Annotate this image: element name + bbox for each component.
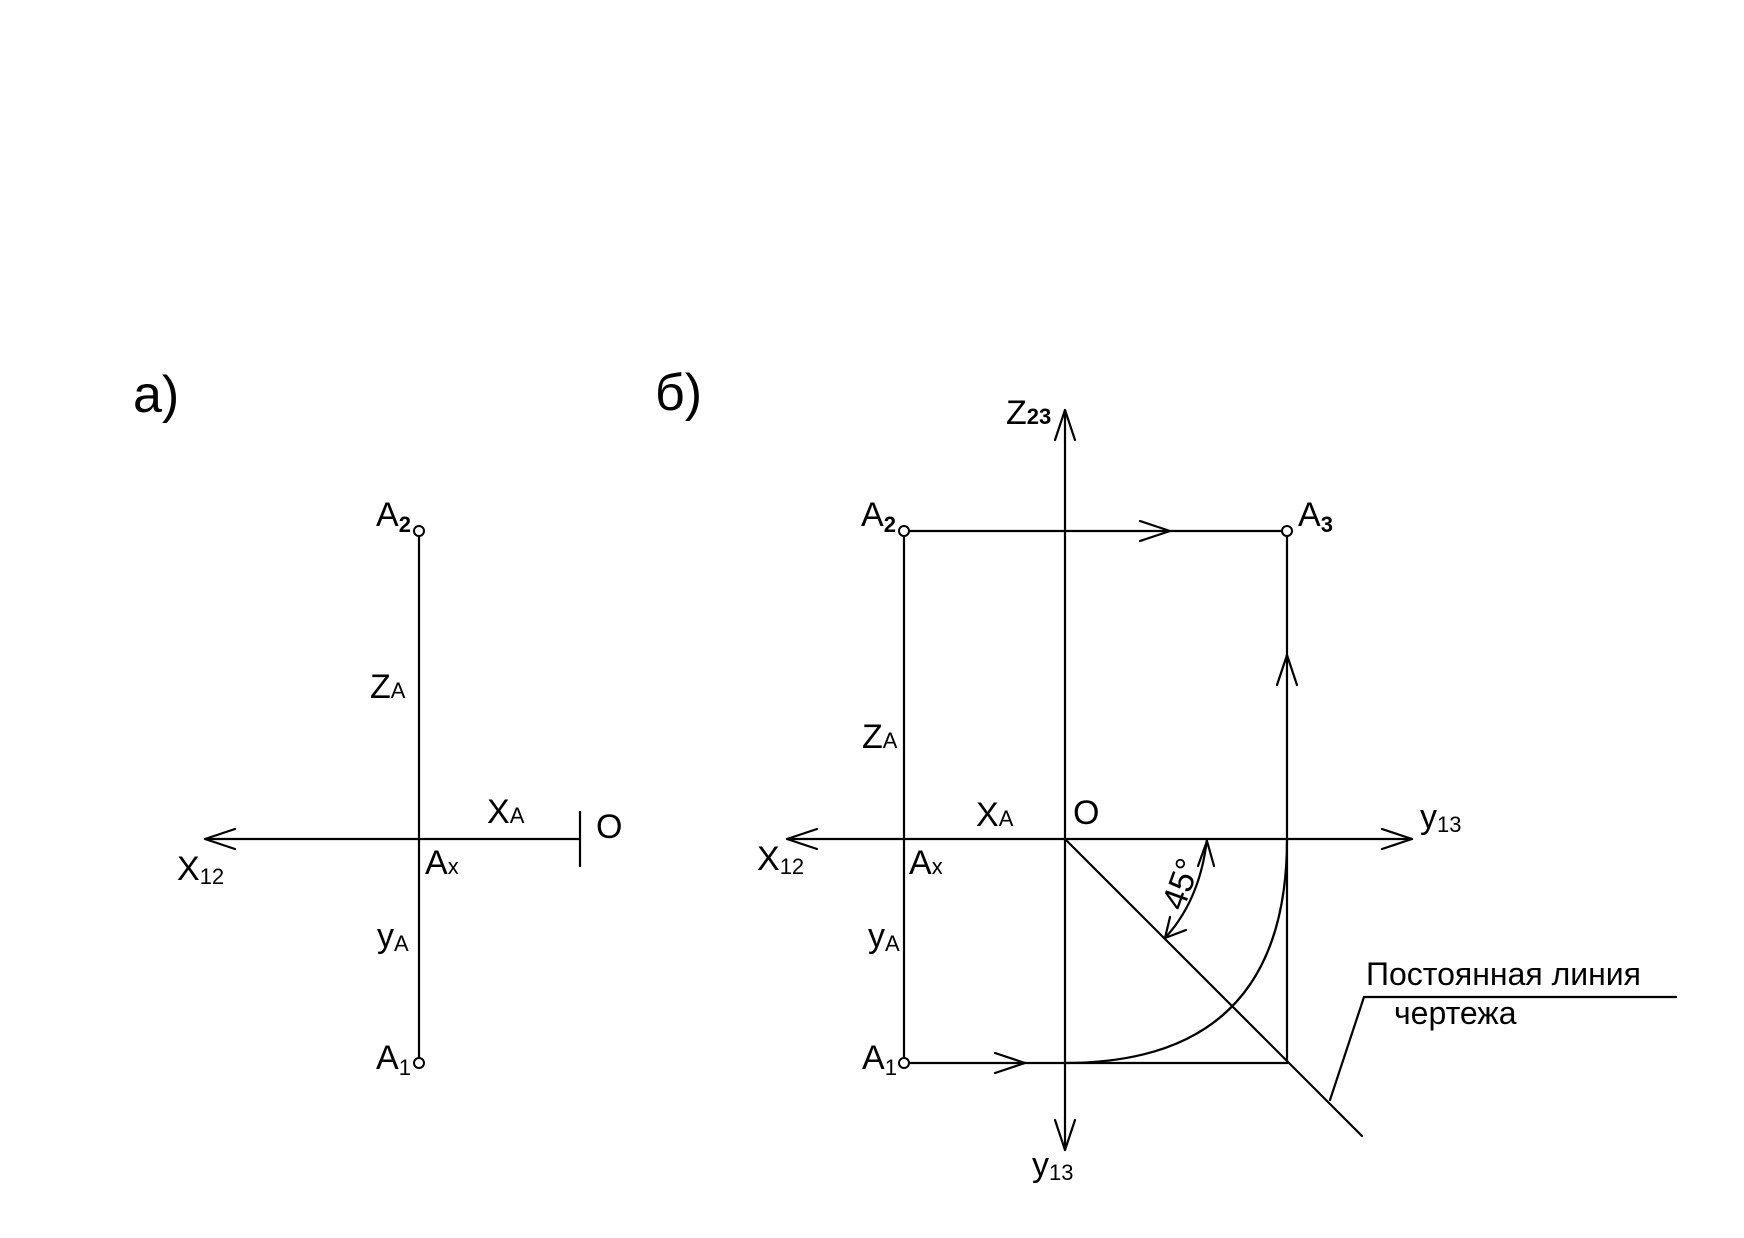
label-a2: A2 xyxy=(376,496,411,537)
label-ya: yA xyxy=(868,917,900,956)
y13-right-arrow-icon xyxy=(1380,827,1414,851)
label-za: ZA xyxy=(862,718,898,756)
label-a1: A1 xyxy=(376,1039,411,1080)
a1-arrow-icon xyxy=(993,1051,1027,1075)
z23-arrow-icon xyxy=(1053,408,1077,442)
label-za: ZA xyxy=(370,668,406,706)
label-y13-right: y13 xyxy=(1420,798,1461,837)
label-a1: A1 xyxy=(862,1039,897,1080)
label-origin: O xyxy=(1073,794,1099,832)
x12-arrow-icon xyxy=(785,827,819,851)
angle-arrow-top-icon xyxy=(1196,839,1216,868)
angle-arrow-bottom-icon xyxy=(1163,915,1188,940)
y13-down-arrow-icon xyxy=(1053,1118,1077,1152)
label-ax: Ax xyxy=(425,844,459,882)
label-xa: XA xyxy=(976,796,1014,834)
point-a1 xyxy=(898,1057,910,1069)
panel-a-label: а) xyxy=(133,366,179,424)
note-line-1: Постоянная линия xyxy=(1366,956,1641,992)
transfer-arc xyxy=(1063,837,1289,1065)
label-a3: A3 xyxy=(1298,496,1333,537)
point-a2 xyxy=(413,525,425,537)
label-x12: X12 xyxy=(757,840,804,879)
constant-drawing-line xyxy=(1063,837,1364,1138)
a3-up-arrow-icon xyxy=(1275,653,1299,687)
note-line-2: чертежа xyxy=(1394,995,1517,1031)
label-y13-bottom: y13 xyxy=(1032,1146,1073,1185)
label-x12: X12 xyxy=(177,850,224,889)
point-a1 xyxy=(413,1057,425,1069)
a2-a3-arrow-icon xyxy=(1138,519,1172,543)
label-xa: XA xyxy=(487,793,525,831)
label-a2: A2 xyxy=(861,496,896,537)
point-a3 xyxy=(1281,525,1293,537)
angle-arc xyxy=(1163,837,1209,940)
label-z23: Z23 xyxy=(1006,394,1051,432)
label-origin: O xyxy=(596,808,622,846)
panel-b-label: б) xyxy=(655,364,702,422)
x12-arrow-icon xyxy=(203,827,237,851)
note-leader-line xyxy=(1328,995,1678,1102)
label-ya: yA xyxy=(377,917,409,956)
panel-b: б) 45° Постоянная линия чертежа xyxy=(655,364,1678,1185)
panel-a: а) A2 A1 ZA XA yA Ax X12 O xyxy=(133,366,622,1080)
point-a2 xyxy=(898,525,910,537)
label-ax: Ax xyxy=(909,844,943,882)
